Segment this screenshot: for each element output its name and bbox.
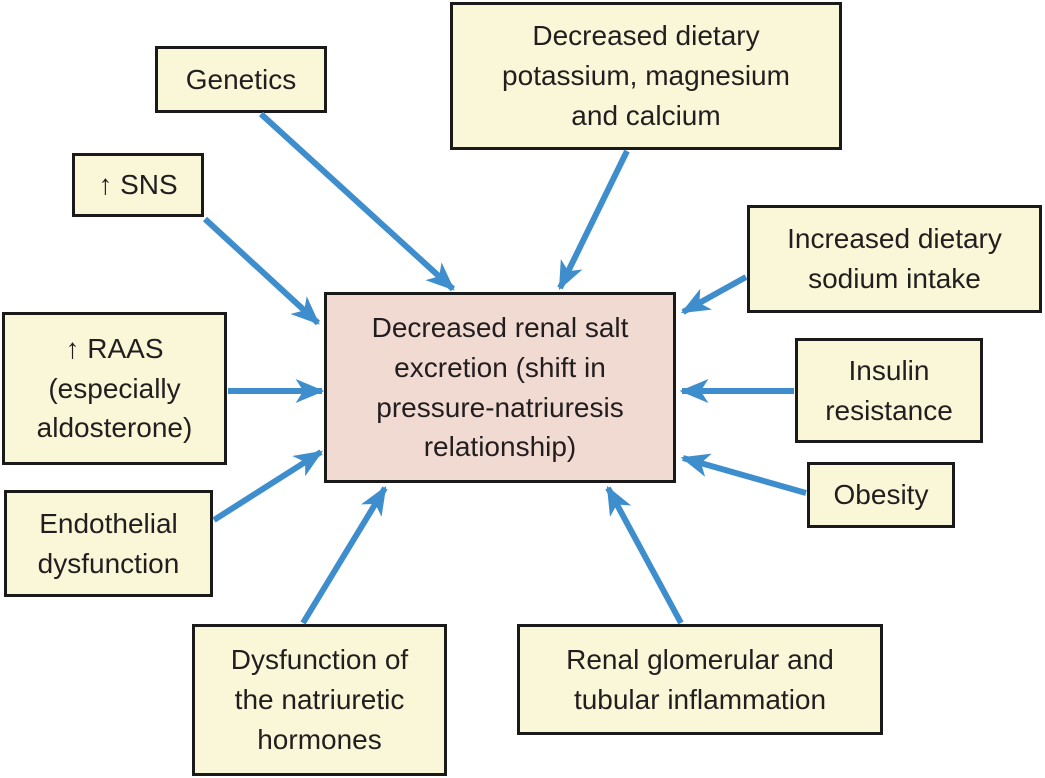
factor-sns: ↑ SNS xyxy=(72,153,204,217)
factor-decreased-dietary-minerals: Decreased dietary potassium, magnesium a… xyxy=(450,2,842,150)
factor-genetics-label: Genetics xyxy=(185,63,297,95)
arrow-genetics-to-center xyxy=(258,111,456,292)
arrow-obesity-to-center xyxy=(680,453,807,496)
arrow-sns-to-center xyxy=(202,216,321,326)
arrow-dietary-minerals-to-center xyxy=(557,149,630,291)
factor-insulin-resistance: Insulin resistance xyxy=(795,338,983,443)
factor-obesity-label: Obesity xyxy=(833,479,929,511)
factor-genetics: Genetics xyxy=(155,46,327,113)
factor-renal-inflammation-label: Renal glomerular and tubular inflammatio… xyxy=(566,643,834,715)
factor-natriuretic-hormones-label: Dysfunction of the natriuretic hormones xyxy=(230,644,409,755)
factor-increased-sodium-intake-label: Increased dietary sodium intake xyxy=(787,223,1002,294)
center-node-label: Decreased renal salt excretion (shift in… xyxy=(371,312,629,463)
factor-obesity: Obesity xyxy=(807,462,955,528)
factor-raas-label: ↑ RAAS (especially aldosterone) xyxy=(36,332,193,444)
factor-sns-label: ↑ SNS xyxy=(98,169,178,201)
factor-decreased-dietary-minerals-label: Decreased dietary potassium, magnesium a… xyxy=(502,20,790,131)
arrow-renal-inflammation-to-center xyxy=(605,485,684,625)
factor-endothelial-dysfunction-label: Endothelial dysfunction xyxy=(37,507,180,579)
arrow-endothelial-to-center xyxy=(212,449,324,523)
factor-increased-sodium-intake: Increased dietary sodium intake xyxy=(747,205,1042,313)
arrow-natriuretic-to-center xyxy=(300,485,388,625)
factor-insulin-resistance-label: Insulin resistance xyxy=(825,354,953,426)
center-node: Decreased renal salt excretion (shift in… xyxy=(324,292,676,483)
arrow-sodium-intake-to-center xyxy=(680,274,748,315)
factor-raas: ↑ RAAS (especially aldosterone) xyxy=(2,312,227,465)
factor-endothelial-dysfunction: Endothelial dysfunction xyxy=(4,490,213,597)
factor-natriuretic-hormones: Dysfunction of the natriuretic hormones xyxy=(192,624,447,776)
factor-renal-inflammation: Renal glomerular and tubular inflammatio… xyxy=(517,624,883,735)
